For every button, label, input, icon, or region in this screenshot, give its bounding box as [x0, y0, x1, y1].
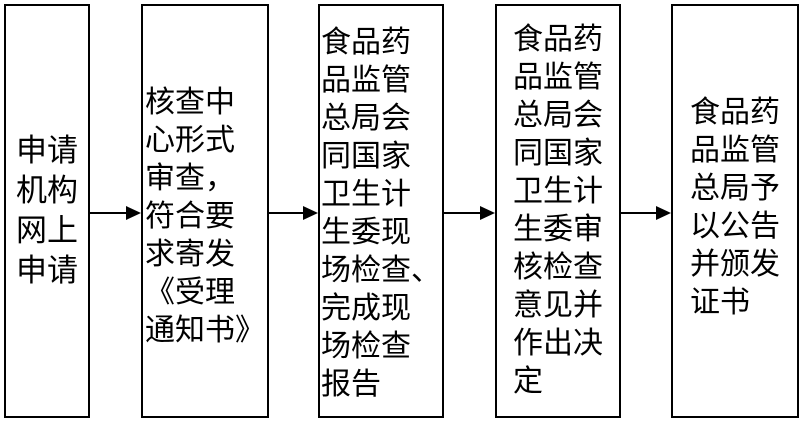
step-box-onsite-inspection: 食品药 品监管 总局会 同国家 卫生计 生委现 场检查、 完成现 场检查 报告 — [318, 4, 444, 418]
step-box-announce-certificate: 食品药 品监管 总局予 以公告 并颁发 证书 — [671, 4, 799, 418]
step-text-onsite-inspection: 食品药 品监管 总局会 同国家 卫生计 生委现 场检查、 完成现 场检查 报告 — [321, 25, 441, 402]
arrow-4-to-5 — [621, 206, 671, 220]
step-box-formal-review: 核查中 心形式 审查， 符合要 求寄发 《受理 通知书》 — [141, 4, 269, 418]
step-box-online-application: 申请 机构 网上 申请 — [4, 4, 90, 418]
step-text-review-decision: 食品药 品监管 总局会 同国家 卫生计 生委审 核检查 意见并 作出决 定 — [513, 22, 603, 399]
arrow-3-to-4 — [444, 206, 495, 220]
step-box-review-decision: 食品药 品监管 总局会 同国家 卫生计 生委审 核检查 意见并 作出决 定 — [495, 4, 621, 418]
arrow-1-to-2 — [90, 206, 141, 220]
step-text-announce-certificate: 食品药 品监管 总局予 以公告 并颁发 证书 — [690, 95, 780, 320]
step-text-formal-review: 核查中 心形式 审查， 符合要 求寄发 《受理 通知书》 — [145, 85, 265, 348]
step-text-online-application: 申请 机构 网上 申请 — [16, 133, 78, 289]
arrow-2-to-3 — [269, 206, 318, 220]
